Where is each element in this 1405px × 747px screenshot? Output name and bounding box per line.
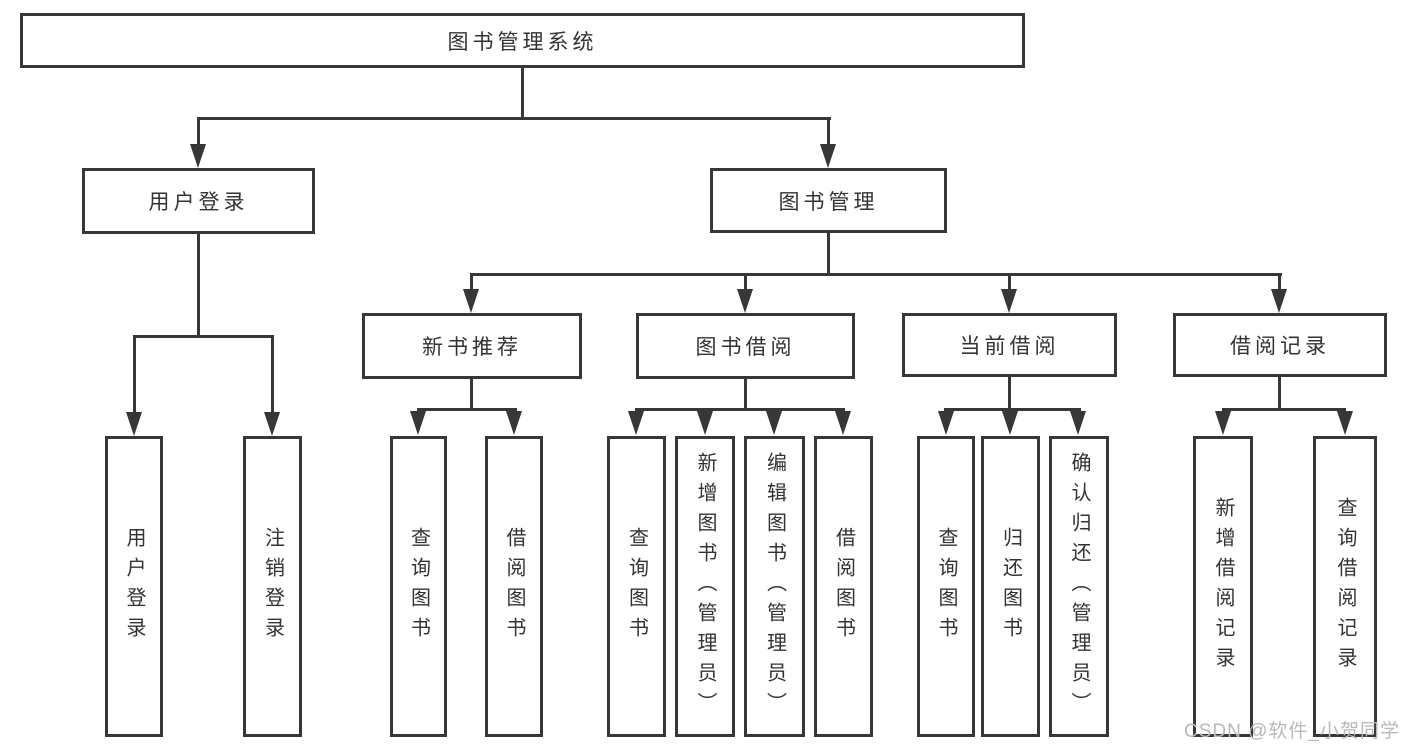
connector-current-borrowing-stem <box>1008 377 1011 411</box>
connector-leaf-user-login-drop <box>133 337 136 414</box>
leaf-query-borrow-record-label: 查询借阅记录 <box>1334 496 1356 677</box>
arrowhead-leaf-edit-books-admin <box>766 411 782 435</box>
leaf-add-borrow-record: 新增借阅记录 <box>1193 436 1253 737</box>
leaf-query-borrow-record: 查询借阅记录 <box>1313 436 1377 737</box>
arrowhead-leaf-query-books-recommend <box>410 411 426 435</box>
connector-book-borrowing-horizontal <box>635 408 845 411</box>
connector-borrowing-records-drop <box>1278 275 1281 292</box>
leaf-confirm-return-admin: 确认归还（管理员） <box>1049 436 1109 737</box>
arrowhead-book-borrowing <box>737 289 753 313</box>
leaf-borrow-books-borrowing: 借阅图书 <box>814 436 873 737</box>
connector-level3-horizontal <box>470 273 1282 276</box>
leaf-borrow-books-recommend: 借阅图书 <box>485 436 543 737</box>
arrowhead-leaf-add-borrow-record <box>1215 411 1231 435</box>
leaf-query-books-current-label: 查询图书 <box>935 526 957 647</box>
arrowhead-leaf-logout <box>264 412 280 436</box>
leaf-edit-books-admin-label: 编辑图书（管理员） <box>763 451 786 722</box>
node-root: 图书管理系统 <box>20 13 1025 68</box>
node-current-borrowing-label: 当前借阅 <box>959 335 1060 358</box>
arrowhead-leaf-add-books-admin <box>697 411 713 435</box>
connector-leaf-logout-drop <box>271 337 274 414</box>
arrowhead-leaf-query-books-current <box>938 411 954 435</box>
node-book-borrowing: 图书借阅 <box>636 313 855 379</box>
leaf-return-books: 归还图书 <box>981 436 1040 737</box>
leaf-logout-label: 注销登录 <box>261 526 284 647</box>
node-new-book-recommend: 新书推荐 <box>362 313 582 379</box>
node-book-management: 图书管理 <box>710 168 947 233</box>
node-borrowing-records: 借阅记录 <box>1173 313 1387 377</box>
connector-user-login-horizontal <box>133 335 274 338</box>
leaf-return-books-label: 归还图书 <box>999 526 1022 647</box>
arrowhead-borrowing-records <box>1271 289 1287 313</box>
connector-new-book-recommend-drop <box>470 275 473 292</box>
leaf-add-borrow-record-label: 新增借阅记录 <box>1212 496 1234 677</box>
leaf-add-books-admin: 新增图书（管理员） <box>675 436 735 737</box>
connector-current-borrowing-drop <box>1008 275 1011 292</box>
leaf-query-books-current: 查询图书 <box>917 436 975 737</box>
leaf-add-books-admin-label: 新增图书（管理员） <box>694 451 716 722</box>
leaf-user-login: 用户登录 <box>105 436 163 737</box>
leaf-edit-books-admin: 编辑图书（管理员） <box>744 436 805 737</box>
node-new-book-recommend-label: 新书推荐 <box>422 336 522 359</box>
node-book-management-label: 图书管理 <box>778 190 879 214</box>
arrowhead-user-login <box>190 144 206 168</box>
arrowhead-leaf-query-books-borrowing <box>628 411 644 435</box>
leaf-confirm-return-admin-label: 确认归还（管理员） <box>1068 451 1090 722</box>
connector-book-management-drop <box>827 119 830 148</box>
node-book-borrowing-label: 图书借阅 <box>695 336 796 359</box>
connector-new-book-recommend-stem <box>470 379 473 411</box>
leaf-query-books-borrowing-label: 查询图书 <box>625 526 648 647</box>
arrowhead-book-management <box>820 144 836 168</box>
leaf-query-books-recommend: 查询图书 <box>390 436 447 737</box>
connector-current-borrowing-horizontal <box>944 408 1081 411</box>
connector-book-borrowing-stem <box>744 379 747 411</box>
node-current-borrowing: 当前借阅 <box>902 313 1117 377</box>
connector-user-login-stem <box>197 234 200 337</box>
leaf-query-books-recommend-label: 查询图书 <box>407 526 430 647</box>
leaf-logout: 注销登录 <box>243 436 302 737</box>
leaf-borrow-books-recommend-label: 借阅图书 <box>503 526 525 647</box>
connector-book-borrowing-drop <box>744 275 747 292</box>
connector-root-stem <box>521 68 524 120</box>
arrowhead-leaf-query-borrow-record <box>1337 411 1353 435</box>
node-user-login: 用户登录 <box>82 168 315 234</box>
arrowhead-leaf-user-login <box>126 412 142 436</box>
connector-user-login-drop <box>197 119 200 148</box>
arrowhead-leaf-confirm-return-admin <box>1070 411 1086 435</box>
connector-borrowing-records-horizontal <box>1222 408 1346 411</box>
arrowhead-leaf-return-books <box>1002 411 1018 435</box>
arrowhead-leaf-borrow-books-borrowing <box>835 411 851 435</box>
leaf-user-login-label: 用户登录 <box>123 526 145 647</box>
connector-new-book-recommend-horizontal <box>417 408 517 411</box>
csdn-watermark: CSDN @软件_小贺同学 <box>1184 721 1400 742</box>
arrowhead-leaf-borrow-books-recommend <box>506 411 522 435</box>
node-user-login-label: 用户登录 <box>148 191 249 214</box>
arrowhead-current-borrowing <box>1001 289 1017 313</box>
leaf-borrow-books-borrowing-label: 借阅图书 <box>832 526 855 647</box>
connector-borrowing-records-stem <box>1278 377 1281 411</box>
node-root-label: 图书管理系统 <box>447 30 598 54</box>
leaf-query-books-borrowing: 查询图书 <box>607 436 666 737</box>
connector-book-management-stem <box>827 233 830 275</box>
connector-level1-horizontal <box>197 117 831 120</box>
node-borrowing-records-label: 借阅记录 <box>1230 335 1330 358</box>
arrowhead-new-book-recommend <box>463 289 479 313</box>
